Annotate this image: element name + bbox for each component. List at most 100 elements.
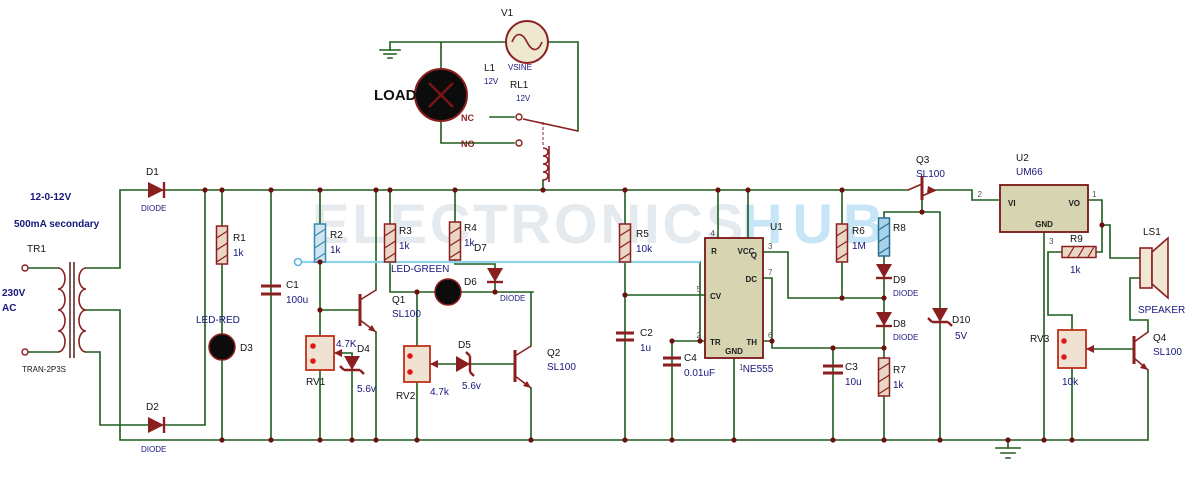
resistor-r9[interactable]	[1061, 245, 1097, 259]
resistor-r7[interactable]	[877, 357, 891, 397]
d4-value: 5.6v	[357, 384, 376, 395]
c4-value: 0.01uF	[684, 368, 715, 379]
diode-d2[interactable]	[148, 417, 166, 433]
ic-u1-ne555[interactable]: R VCC Q DC CV TR TH GND	[704, 237, 764, 359]
resistor-r3[interactable]	[383, 223, 397, 263]
d8-value: DIODE	[893, 333, 918, 342]
r1-ref: R1	[233, 233, 246, 244]
capacitor-c2[interactable]	[616, 331, 634, 342]
r4-ref: R4	[464, 223, 477, 234]
watermark-word1: ELECTRONICS	[312, 192, 746, 255]
relay-no-label: NO	[461, 139, 475, 149]
diode-d8[interactable]	[876, 312, 892, 328]
d9-value: DIODE	[893, 289, 918, 298]
lamp-load[interactable]	[414, 68, 468, 122]
capacitor-c4[interactable]	[663, 356, 681, 367]
transistor-q3[interactable]	[907, 176, 937, 200]
tr1-note4: AC	[2, 303, 16, 314]
rv2-ref: RV2	[396, 391, 416, 402]
u2-num-vo: 1	[1092, 190, 1097, 199]
ic-u2-um66[interactable]: VI VO GND	[999, 184, 1089, 233]
zener-d4[interactable]	[339, 356, 365, 375]
resistor-r8-selected[interactable]	[877, 217, 891, 257]
c2-ref: C2	[640, 328, 653, 339]
q4-value: SL100	[1153, 347, 1182, 358]
zener-d5[interactable]	[456, 351, 475, 377]
u2-num-vi: 2	[978, 190, 983, 199]
q1-ref: Q1	[392, 295, 406, 306]
r9-value: 1k	[1070, 265, 1082, 276]
transistor-q1[interactable]	[358, 289, 377, 333]
d7-ref: D7	[474, 243, 487, 254]
c3-ref: C3	[845, 362, 858, 373]
resistor-r1[interactable]	[215, 225, 229, 265]
led-d3[interactable]	[208, 333, 236, 361]
resistor-r2-selected[interactable]	[313, 223, 327, 263]
d3-value: LED-RED	[196, 315, 240, 326]
r2-value: 1k	[330, 245, 342, 256]
selected-wire[interactable]	[293, 257, 701, 267]
rl1-ref: RL1	[510, 80, 529, 91]
pot-rv2[interactable]	[403, 345, 438, 383]
pot-rv1[interactable]	[305, 335, 342, 371]
diode-d7[interactable]	[487, 268, 503, 284]
tr1-value: TRAN-2P3S	[22, 365, 66, 374]
u2-pin-gnd: GND	[1035, 220, 1053, 229]
u1-ref: U1	[770, 222, 783, 233]
c2-value: 1u	[640, 343, 651, 354]
relay-nc-contact	[515, 113, 523, 121]
relay-rl1[interactable]	[515, 113, 579, 182]
u1-num-tr: 2	[697, 331, 702, 340]
sine-wave-icon	[511, 33, 543, 51]
u1-pin-dc: DC	[745, 275, 757, 284]
u1-pin-tr: TR	[710, 338, 721, 347]
ac-source-v1[interactable]	[505, 20, 549, 64]
d2-ref: D2	[146, 402, 159, 413]
primary-terminal	[21, 348, 29, 356]
rl1-value: 12V	[516, 94, 531, 103]
transistor-q4[interactable]	[1132, 331, 1149, 371]
r1-value: 1k	[233, 248, 245, 259]
speaker-ls1[interactable]	[1139, 236, 1169, 300]
lamp-cross-icon	[428, 82, 454, 108]
junction-dots	[202, 187, 1105, 443]
u2-num-gnd: 3	[1049, 237, 1054, 246]
ls1-value: SPEAKER	[1138, 305, 1185, 316]
primary-winding-icon	[57, 267, 66, 353]
resistor-r6[interactable]	[835, 223, 849, 263]
resistor-r4[interactable]	[448, 221, 462, 261]
u1-num-dc: 7	[768, 268, 773, 277]
led-d6[interactable]	[434, 278, 462, 306]
rv1-value: 4.7K	[336, 339, 357, 350]
rv3-ref: RV3	[1030, 334, 1050, 345]
capacitor-c1[interactable]	[261, 284, 281, 296]
rv1-ref: RV1	[306, 377, 326, 388]
ls1-ref: LS1	[1143, 227, 1161, 238]
core-icon	[69, 262, 75, 358]
c1-value: 100u	[286, 295, 308, 306]
l1-ref: L1	[484, 63, 496, 74]
diode-d9[interactable]	[876, 264, 892, 280]
q3-value: SL100	[916, 169, 945, 180]
pot-rv3[interactable]	[1057, 329, 1094, 369]
capacitor-c3[interactable]	[823, 364, 843, 375]
d10-value: 5V	[955, 331, 968, 342]
tr1-note2: 500mA secondary	[14, 219, 100, 230]
load-label: LOAD	[374, 87, 417, 104]
resistor-r5[interactable]	[618, 223, 632, 263]
d1-value: DIODE	[141, 204, 166, 213]
relay-no-contact	[515, 139, 523, 147]
diode-d1[interactable]	[148, 182, 166, 198]
u1-pin-gnd: GND	[725, 347, 743, 356]
r9-ref: R9	[1070, 234, 1083, 245]
c1-ref: C1	[286, 280, 299, 291]
transistor-q2[interactable]	[513, 345, 532, 389]
transformer-tr1[interactable]	[21, 262, 87, 358]
c3-value: 10u	[845, 377, 862, 388]
v1-ref: V1	[501, 8, 514, 19]
d8-ref: D8	[893, 319, 906, 330]
d5-value: 5.6v	[462, 381, 481, 392]
zener-d10[interactable]	[927, 308, 953, 327]
